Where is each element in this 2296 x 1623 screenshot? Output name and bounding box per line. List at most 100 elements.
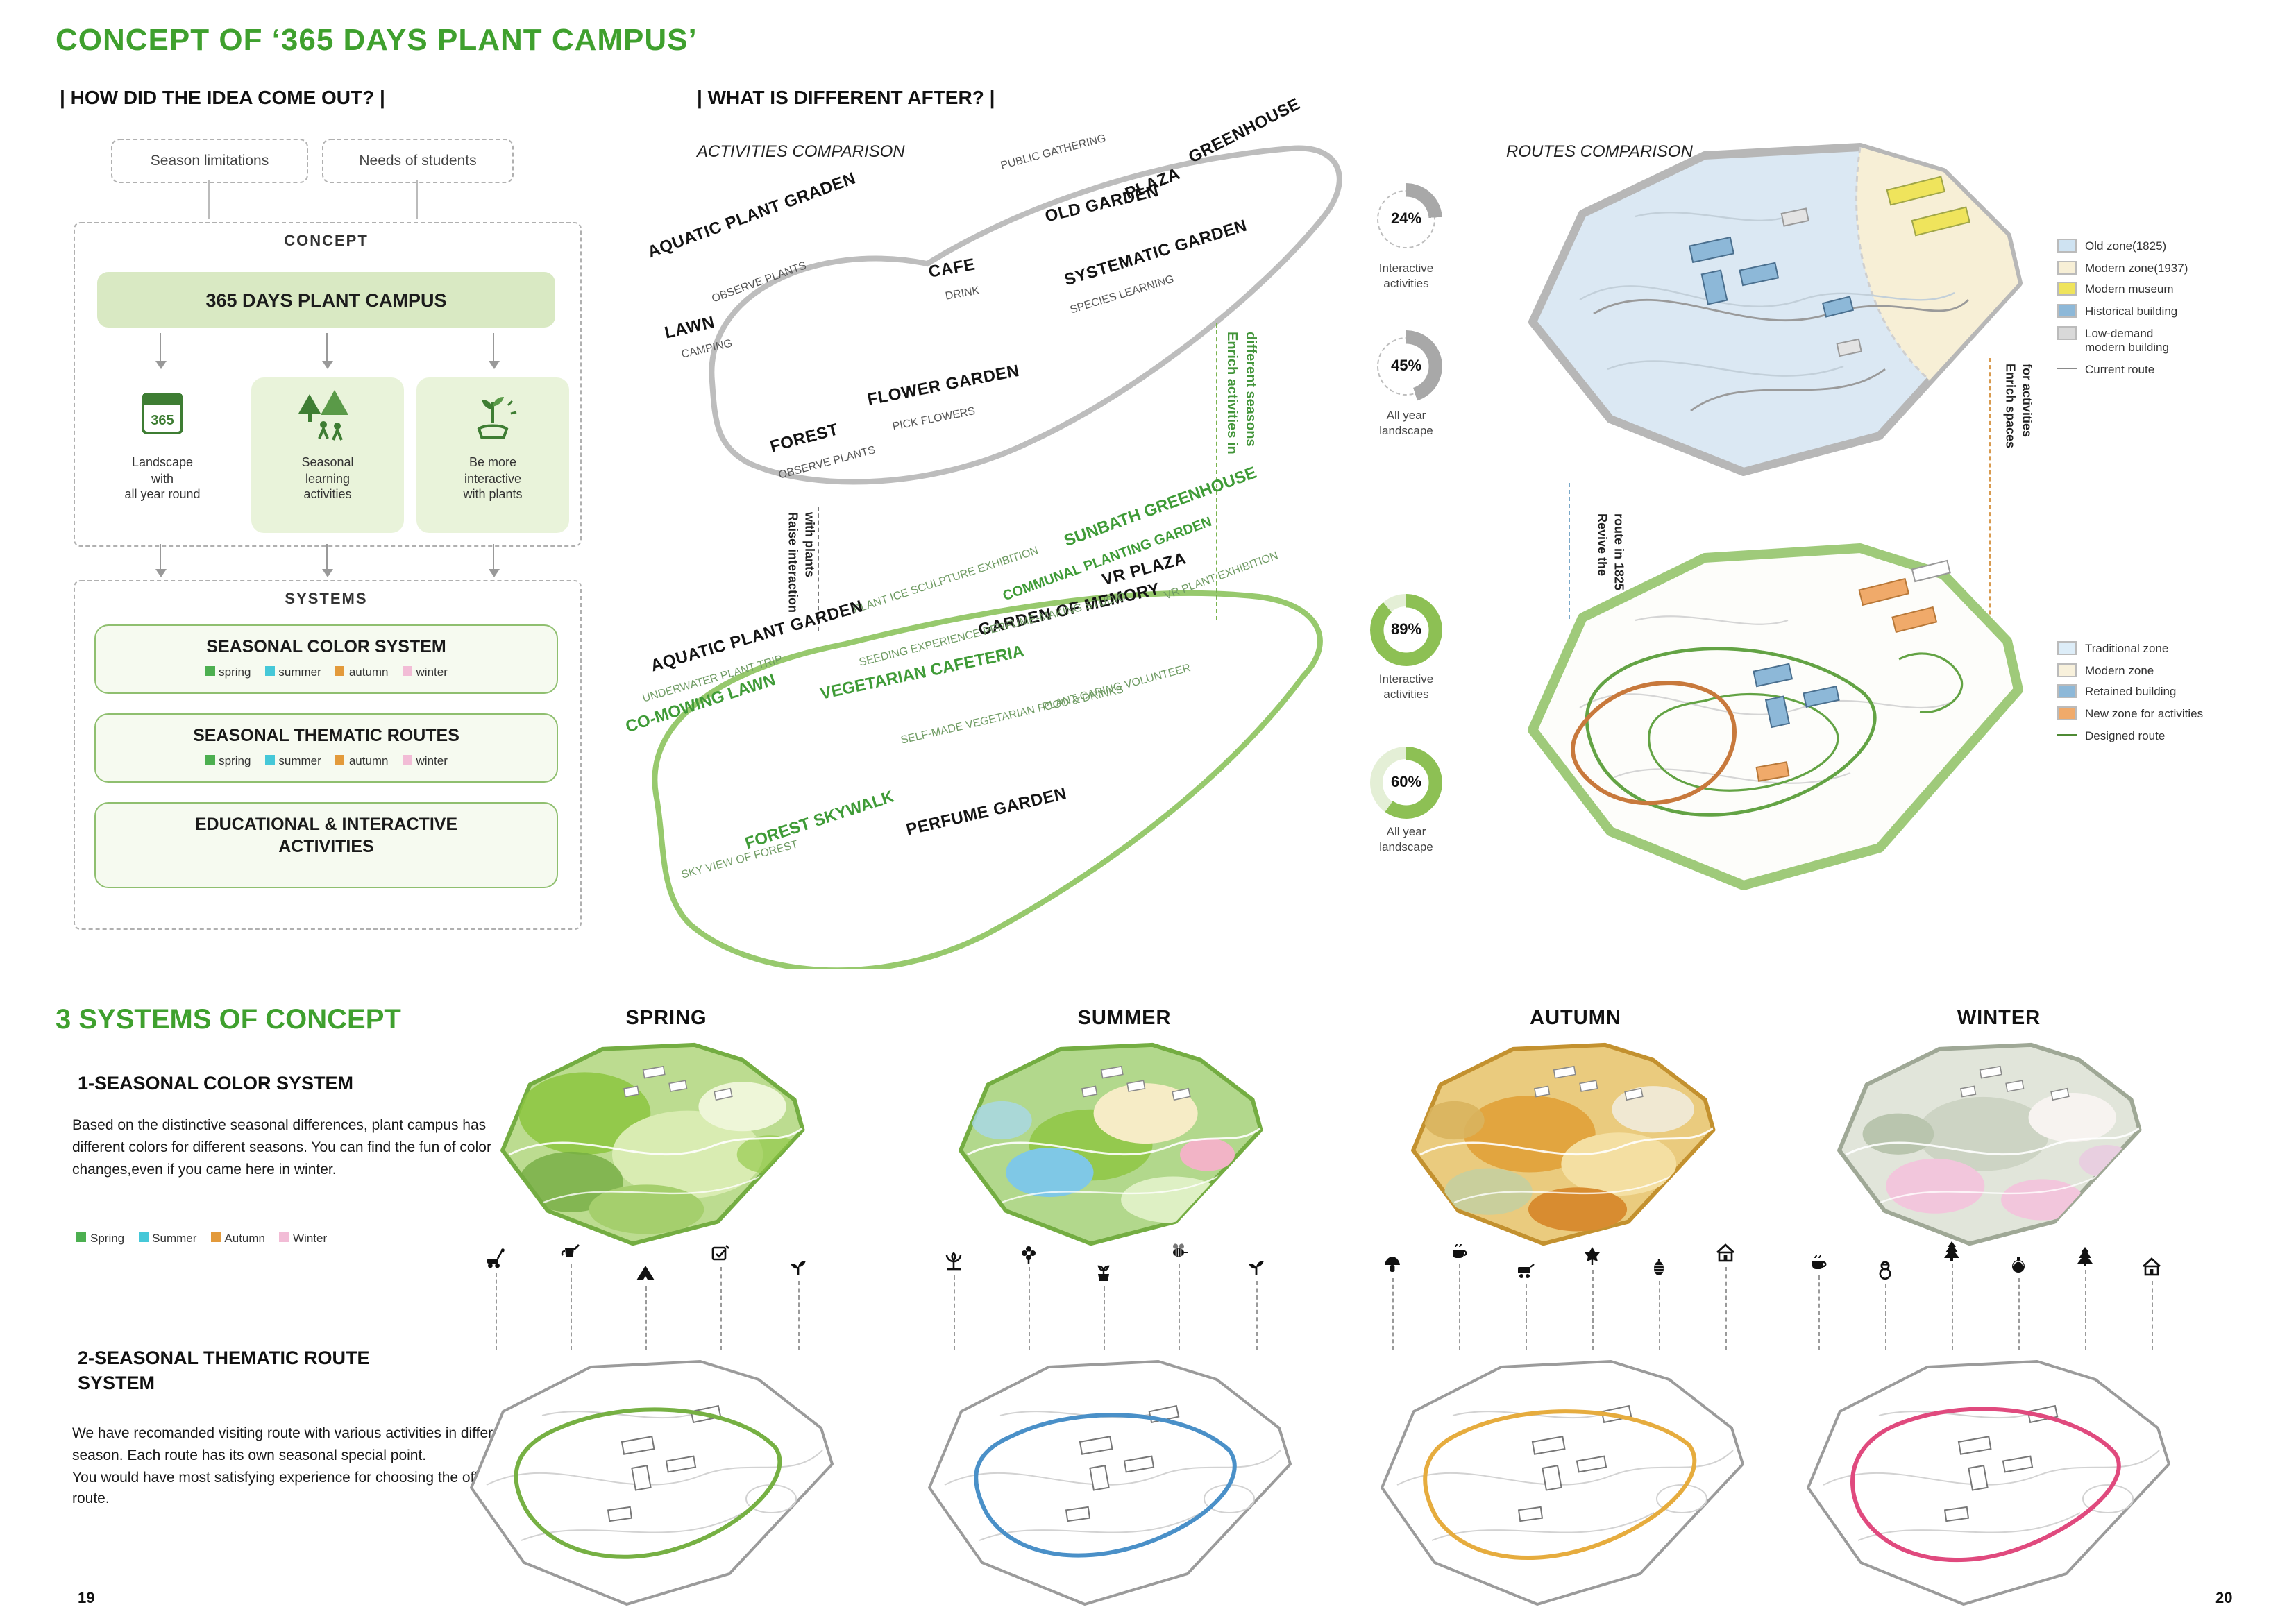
autumn-route-map (1381, 1360, 1744, 1606)
season-title-winter: WINTER (1957, 1008, 2041, 1030)
summer-route-map (928, 1360, 1292, 1606)
potted-plant-icon (1091, 1261, 1116, 1350)
spring-route-map (470, 1360, 834, 1606)
enrich-activities-note: Enrich activities in different seasons (1224, 332, 1258, 454)
idea-heading: | HOW DID THE IDEA COME OUT? | (60, 86, 385, 108)
donut-interactive-after: 89% Interactive activities (1344, 594, 1469, 702)
route-system-title: 2-SEASONAL THEMATIC ROUTE SYSTEM (78, 1348, 370, 1393)
color-system-body: Based on the distinctive seasonal differ… (72, 1117, 491, 1178)
legend-item-autumn: autumn (335, 665, 389, 679)
bee-icon (1166, 1239, 1191, 1350)
page-number-left: 19 (78, 1590, 95, 1607)
dashed-connector (818, 507, 819, 631)
arrow-down (321, 544, 333, 577)
campus-blob-outlines (652, 145, 1342, 974)
after-heading: | WHAT IS DIFFERENT AFTER? | (697, 86, 995, 108)
snowman-icon (1873, 1259, 1898, 1350)
autumn-color-map (1411, 1042, 1716, 1246)
legend-item-winter: Winter (279, 1230, 327, 1244)
donut-interactive-before: 24% Interactive activities (1344, 183, 1469, 291)
hot-drink-icon (1446, 1239, 1471, 1350)
system-title: SEASONAL THEMATIC ROUTES (193, 726, 459, 745)
legend-item-summer: Summer (138, 1230, 196, 1244)
summer-color-map (959, 1042, 1263, 1246)
arrow-down (488, 544, 500, 577)
legend-item: Modern zone(1937) (2057, 260, 2296, 275)
systems-section-title: 3 SYSTEMS OF CONCEPT (56, 1005, 401, 1035)
donut-percentage: 60% (1390, 774, 1422, 791)
season-title-spring: SPRING (625, 1008, 707, 1030)
legend-item: Modern zone (2057, 663, 2296, 677)
system-box-educational: EDUCATIONAL & INTERACTIVE ACTIVITIES (94, 802, 558, 888)
donut-percentage: 24% (1390, 211, 1422, 228)
pillar-interactive-plants: Be more interactive with plants (416, 377, 569, 533)
ornament-icon (2006, 1253, 2031, 1350)
winter-route-map (1807, 1360, 2170, 1606)
seasonal-learning-icon (298, 390, 348, 441)
flower-icon (1016, 1242, 1041, 1350)
pillar-seasonal-learning: Seasonal learning activities (251, 377, 404, 533)
mushroom-icon (1380, 1253, 1405, 1350)
donut-label: All year landscape (1379, 824, 1433, 853)
dashed-connector (1989, 358, 1991, 649)
food-cart-icon (1513, 1259, 1538, 1350)
legend-item-autumn: Autumn (210, 1230, 265, 1244)
season-legend-cap: Spring Summer Autumn Winter (69, 1224, 334, 1249)
seeding-icon (786, 1256, 811, 1350)
maple-leaf-icon (1580, 1245, 1605, 1350)
fountain-plant-icon (941, 1250, 966, 1350)
treehouse-icon (1713, 1242, 1738, 1350)
activities-map: Raise interaction with plants Enrich act… (623, 94, 1351, 974)
pillar-label: Be more interactive with plants (463, 455, 523, 502)
donut-percentage: 45% (1390, 358, 1422, 375)
donut-label: All year landscape (1379, 408, 1433, 437)
donut-label: Interactive activities (1378, 672, 1434, 701)
routes-comparison-title: ROUTES COMPARISON (1506, 142, 1693, 161)
legend-item: Traditional zone (2057, 641, 2296, 656)
designed-campus-route-map (1528, 543, 2023, 890)
activity-label: PERFUME GARDEN (904, 783, 1069, 840)
watering-can-icon (558, 1239, 583, 1350)
pillar-label: Seasonal learning activities (301, 455, 354, 502)
legend-item-spring: Spring (76, 1230, 124, 1244)
aquatic-plant-icon (1244, 1256, 1269, 1350)
arrow-down (155, 333, 167, 369)
color-system-title: 1-SEASONAL COLOR SYSTEM (78, 1073, 354, 1094)
legend-item: New zone for activities (2057, 706, 2296, 721)
revive-route-note: Revive the route in 1825 (1595, 513, 1626, 591)
legend-item: Old zone(1825) (2057, 239, 2296, 253)
concept-label: CONCEPT (284, 233, 369, 250)
pillar-label: Landscape with all year round (124, 455, 201, 502)
legend-item: Historical building (2057, 303, 2296, 318)
arrow-down (488, 333, 500, 369)
summer-activity-icons (902, 1239, 1348, 1353)
dashed-connector (1569, 483, 1570, 619)
legend-item: Current route (2057, 362, 2296, 377)
greenhouse-icon (2139, 1256, 2164, 1350)
legend-item-spring: spring (205, 665, 251, 679)
dashed-connector (1216, 323, 1217, 620)
spring-color-map (500, 1042, 805, 1246)
autumn-activity-icons (1355, 1239, 1800, 1353)
concept-name-box: 365 DAYS PLANT CAMPUS (97, 272, 555, 328)
spring-activity-icons (444, 1239, 890, 1353)
legend-item: Designed route (2057, 728, 2296, 742)
legend-item-summer: summer (264, 754, 321, 767)
systems-label: SYSTEMS (285, 591, 368, 608)
legend-item: Low-demand modern building (2057, 325, 2296, 355)
winter-color-map (1837, 1042, 2142, 1246)
season-title-autumn: AUTUMN (1530, 1008, 1621, 1030)
arrow-down (155, 544, 167, 577)
activity-label: SELF-MADE VEGETARIAN FOOD & DRINKS (899, 683, 1125, 747)
old-campus-route-map (1528, 143, 2023, 476)
legend-item: Retained building (2057, 684, 2296, 699)
activity-label: SKY VIEW OF FOREST (679, 838, 800, 881)
pillar-landscape: 365 Landscape with all year round (86, 377, 239, 533)
donut-landscape-after: 60% All year landscape (1344, 747, 1469, 854)
connector (416, 180, 418, 219)
